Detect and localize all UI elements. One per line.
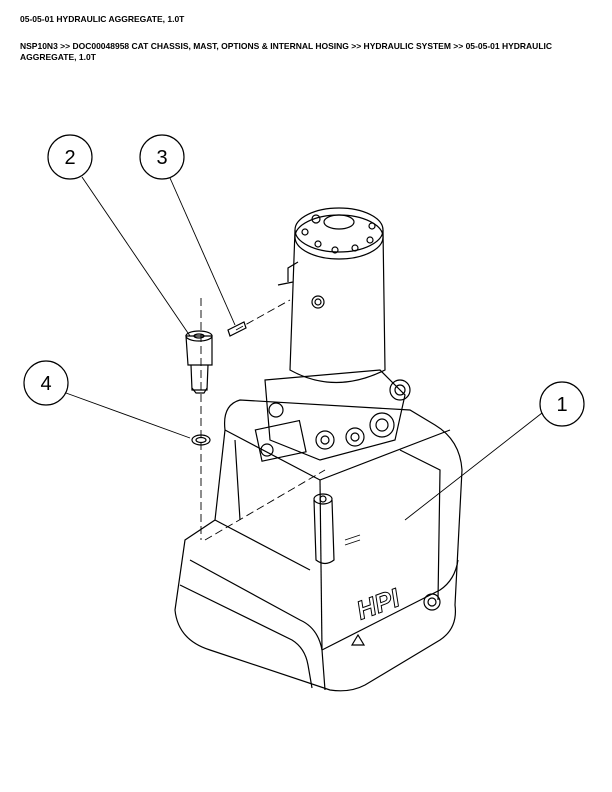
svg-text:3: 3: [156, 147, 167, 169]
valve-block: [254, 369, 411, 462]
callout-1[interactable]: 1: [539, 381, 585, 427]
recycle-icon: [350, 633, 366, 646]
breadcrumb: NSP10N3 >> DOC00048958 CAT CHASSIS, MAST…: [20, 41, 553, 62]
svg-text:1: 1: [556, 394, 567, 416]
fitting-part: [185, 330, 213, 394]
page-title: 05-05-01 HYDRAULIC AGGREGATE, 1.0T: [20, 14, 185, 24]
svg-text:HPI: HPI: [352, 582, 404, 625]
callout-3[interactable]: 3: [139, 134, 185, 180]
callout-2[interactable]: 2: [47, 134, 93, 180]
gear-emblem-icon: [423, 593, 441, 611]
screw-part: [227, 321, 247, 337]
electric-motor: [277, 207, 386, 383]
hydraulic-tank: HPI: [174, 399, 463, 692]
assembly-guide-lines: [200, 298, 326, 541]
leader-lines: [65, 176, 543, 521]
svg-text:4: 4: [40, 373, 51, 395]
hpi-logo: HPI: [352, 582, 405, 626]
callout-4[interactable]: 4: [23, 360, 69, 406]
svg-text:2: 2: [64, 147, 75, 169]
